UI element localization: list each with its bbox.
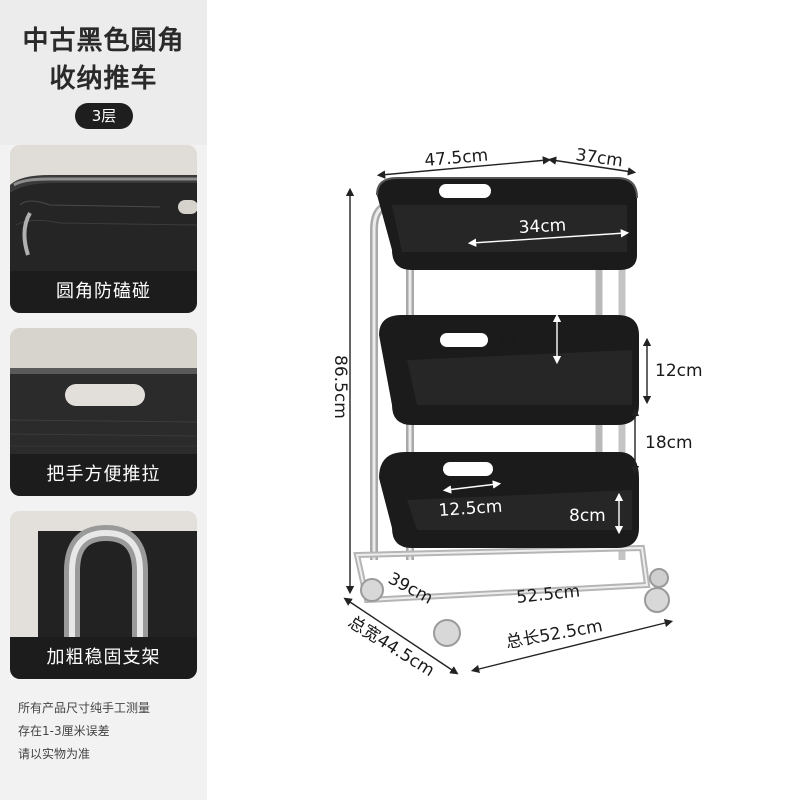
feature-card-rounded-edge: 圆角防磕碰 xyxy=(10,145,197,313)
measurement-note: 请以实物为准 xyxy=(18,747,91,761)
layer-badge: 3层 xyxy=(75,103,133,129)
dim-inner-top: 34cm xyxy=(518,216,567,238)
dimension-lines xyxy=(343,156,674,675)
cart-diagram: 47.5cm 37cm 34cm 86.5cm 11cm 12cm 18cm 1… xyxy=(330,145,703,681)
feature-label: 圆角防磕碰 xyxy=(10,271,197,313)
steel-frame-closeup-icon xyxy=(10,511,197,637)
rounded-edge-closeup-icon xyxy=(10,145,197,271)
dim-total-width: 总宽44.5cm xyxy=(344,612,438,681)
dim-height-total: 86.5cm xyxy=(330,355,350,419)
product-title-line1: 中古黑色圆角 xyxy=(22,26,185,56)
bottom-basket xyxy=(379,452,639,548)
dim-top-width: 37cm xyxy=(574,145,624,171)
dim-base-width: 39cm xyxy=(385,569,436,609)
feature-label: 把手方便推拉 xyxy=(10,454,197,496)
dim-mid-inner: 11cm xyxy=(497,332,545,352)
feature-card-frame: 加粗稳固支架 xyxy=(10,511,197,679)
handle-slot-closeup-icon xyxy=(10,328,197,454)
inner-dimension-lines xyxy=(442,229,630,535)
dim-total-length: 总长52.5cm xyxy=(504,616,604,653)
product-title-line2: 收纳推车 xyxy=(49,64,158,94)
dim-base-length: 52.5cm xyxy=(515,581,581,608)
header-box: 中古黑色圆角 收纳推车 3层 xyxy=(0,0,207,145)
feature-card-handle: 把手方便推拉 xyxy=(10,328,197,496)
dim-bottom-depth: 8cm xyxy=(569,506,606,526)
dim-top-length: 47.5cm xyxy=(424,145,489,170)
middle-basket xyxy=(379,315,639,425)
measurement-note: 存在1-3厘米误差 xyxy=(18,724,110,738)
dim-gap: 18cm xyxy=(645,433,693,453)
dim-mid-side: 12cm xyxy=(655,361,703,381)
dim-handle-slot: 12.5cm xyxy=(438,497,503,521)
feature-label: 加粗稳固支架 xyxy=(10,637,197,679)
feature-sidebar: 中古黑色圆角 收纳推车 3层 圆角防磕碰 把手方便推拉 xyxy=(0,0,207,800)
top-basket xyxy=(376,177,638,270)
measurement-note: 所有产品尺寸纯手工测量 xyxy=(18,701,151,715)
